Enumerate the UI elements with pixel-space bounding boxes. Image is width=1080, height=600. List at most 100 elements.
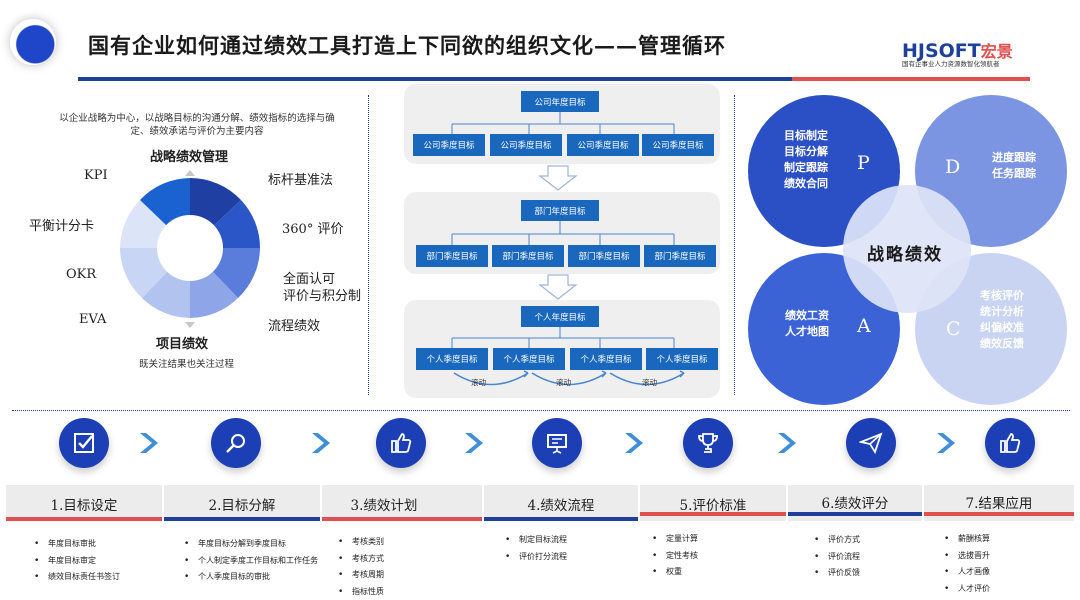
thumbs-up-icon [985,418,1035,468]
pdca-p-line: 目标制定 [784,129,828,142]
pdca-center-circle [843,185,971,313]
company-quarter-goal: 公司季度目标 [413,134,485,156]
brand-name-cn: 宏景 [980,42,1013,61]
tool-benchmarking: 标杆基准法 [268,173,334,188]
pdca-p-letter: P [857,152,870,174]
step-underline [322,517,482,521]
company-quarter-goal: 公司季度目标 [490,134,562,156]
thumbs-up-icon [376,418,426,468]
bottom-divider [12,410,1070,411]
step-2-list: 年度目标分解到季度目标 个人制定季度工作目标和工作任务 个人季度目标的审批 [184,536,330,586]
up-arrow-icon [185,170,195,176]
step-title: 6.绩效评分 [821,496,889,512]
step-title: 7.结果应用 [965,496,1033,512]
step-title: 1.目标设定 [50,498,118,514]
brand-tagline: 国有企事业人力资源数智化领航者 [902,60,1000,68]
divider-left [368,95,369,395]
tool-kpi: KPI [84,168,108,183]
list-item: 考核类别 [338,534,458,551]
department-quarter-goal: 部门季度目标 [416,245,488,267]
step-underline [640,512,786,516]
step-7-list: 薪酬核算 选拔晋升 人才画像 人才评价 [944,531,1064,597]
pdca-d-line: 任务跟踪 [992,167,1036,180]
step-6-list: 评价方式 评价流程 评价反馈 [814,532,919,582]
intro-text: 以企业战略为中心，以战略目标的沟通分解、绩效指标的选择与确定、绩效承诺与评价为主… [59,113,335,137]
company-annual-goal: 公司年度目标 [521,91,599,112]
list-item: 年度目标分解到季度目标 [184,536,330,553]
step-5-list: 定量计算 定性考核 权重 [652,531,777,581]
personal-quarter-goal: 个人季度目标 [416,348,488,370]
pdca-c-line: 绩效反馈 [980,337,1024,350]
tool-okr: OKR [66,267,97,282]
down-flow-arrow-icon [538,274,578,300]
chevron-right-icon [140,433,158,453]
list-item: 定量计算 [652,531,777,548]
list-item: 人才评价 [944,581,1064,598]
list-item: 人才画像 [944,564,1064,581]
chevron-right-icon [625,433,643,453]
roll-label: 滚动 [471,378,486,387]
pdca-p-line: 绩效合同 [784,177,828,190]
tool-eva: EVA [79,312,107,327]
personal-tier: 个人年度目标 个人季度目标 个人季度目标 个人季度目标 个人季度目标 滚动 滚动… [404,300,720,398]
chevron-right-icon [778,433,796,453]
trophy-icon [683,418,733,468]
pdca-c-letter: C [946,318,961,340]
personal-annual-goal: 个人年度目标 [521,306,599,327]
divider-right [734,95,735,395]
checkbox-icon [59,418,109,468]
list-item: 薪酬核算 [944,531,1064,548]
step-underline [6,517,162,521]
label-project-performance: 项目绩效 [156,337,209,352]
department-annual-goal: 部门年度目标 [521,200,599,221]
pdca-a-line: 绩效工资 [785,309,829,322]
header-rule [78,77,1030,81]
roll-label: 滚动 [642,378,657,387]
company-quarter-goal: 公司季度目标 [642,134,714,156]
list-item: 年度目标审批 [34,536,160,553]
step-underline [788,512,922,516]
step-band [6,485,162,521]
down-flow-arrow-icon [538,165,578,191]
tool-balanced-scorecard: 平衡计分卡 [29,219,95,234]
list-item: 定性考核 [652,548,777,565]
department-quarter-goal: 部门季度目标 [644,245,716,267]
tool-360-review: 360° 评价 [282,222,344,237]
list-item: 权重 [652,564,777,581]
step-band [322,485,482,521]
tool-process-performance: 流程绩效 [268,319,321,334]
department-quarter-goal: 部门季度目标 [492,245,564,267]
brand-logo: HJSOFT宏景 [902,38,1013,62]
pdca-d-line: 进度跟踪 [992,151,1036,164]
label-strategic-performance: 战略绩效管理 [150,150,229,165]
step-title: 3.绩效计划 [350,498,418,514]
step-underline [484,517,638,521]
pdca-a-text: 绩效工资 人才地图 [785,308,829,340]
tool-evaluation-points: 评价与积分制 [283,289,362,304]
department-quarter-goal: 部门季度目标 [568,245,640,267]
brand-name: HJSOFT [902,40,981,62]
list-item: 考核周期 [338,567,458,584]
department-tree-lines [451,221,675,245]
step-title: 4.绩效流程 [527,498,595,514]
list-item: 评价方式 [814,532,919,549]
list-item: 评价打分流程 [505,549,630,566]
chevron-right-icon [937,433,955,453]
step-band [484,485,638,521]
pdca-c-line: 纠偏校准 [980,321,1024,334]
department-tier: 部门年度目标 部门季度目标 部门季度目标 部门季度目标 部门季度目标 [404,192,720,274]
step-band [164,485,320,521]
list-item: 评价流程 [814,549,919,566]
step-underline [924,512,1074,516]
chevron-right-icon [465,433,483,453]
pdca-p-line: 目标分解 [784,145,828,158]
list-item: 选拔晋升 [944,548,1064,565]
logo-circle [10,19,56,65]
pdca-c-text: 考核评价 统计分析 纠偏校准 绩效反馈 [980,288,1024,352]
step-1-list: 年度目标审批 年度目标审定 绩效目标责任书签订 [34,536,160,586]
personal-quarter-goal: 个人季度目标 [493,348,565,370]
pdca-d-text: 进度跟踪 任务跟踪 [992,150,1036,182]
step-title: 2.目标分解 [208,498,276,514]
step-3-list: 考核类别 考核方式 考核周期 指标性质 [338,534,458,600]
personal-quarter-goal: 个人季度目标 [570,348,642,370]
